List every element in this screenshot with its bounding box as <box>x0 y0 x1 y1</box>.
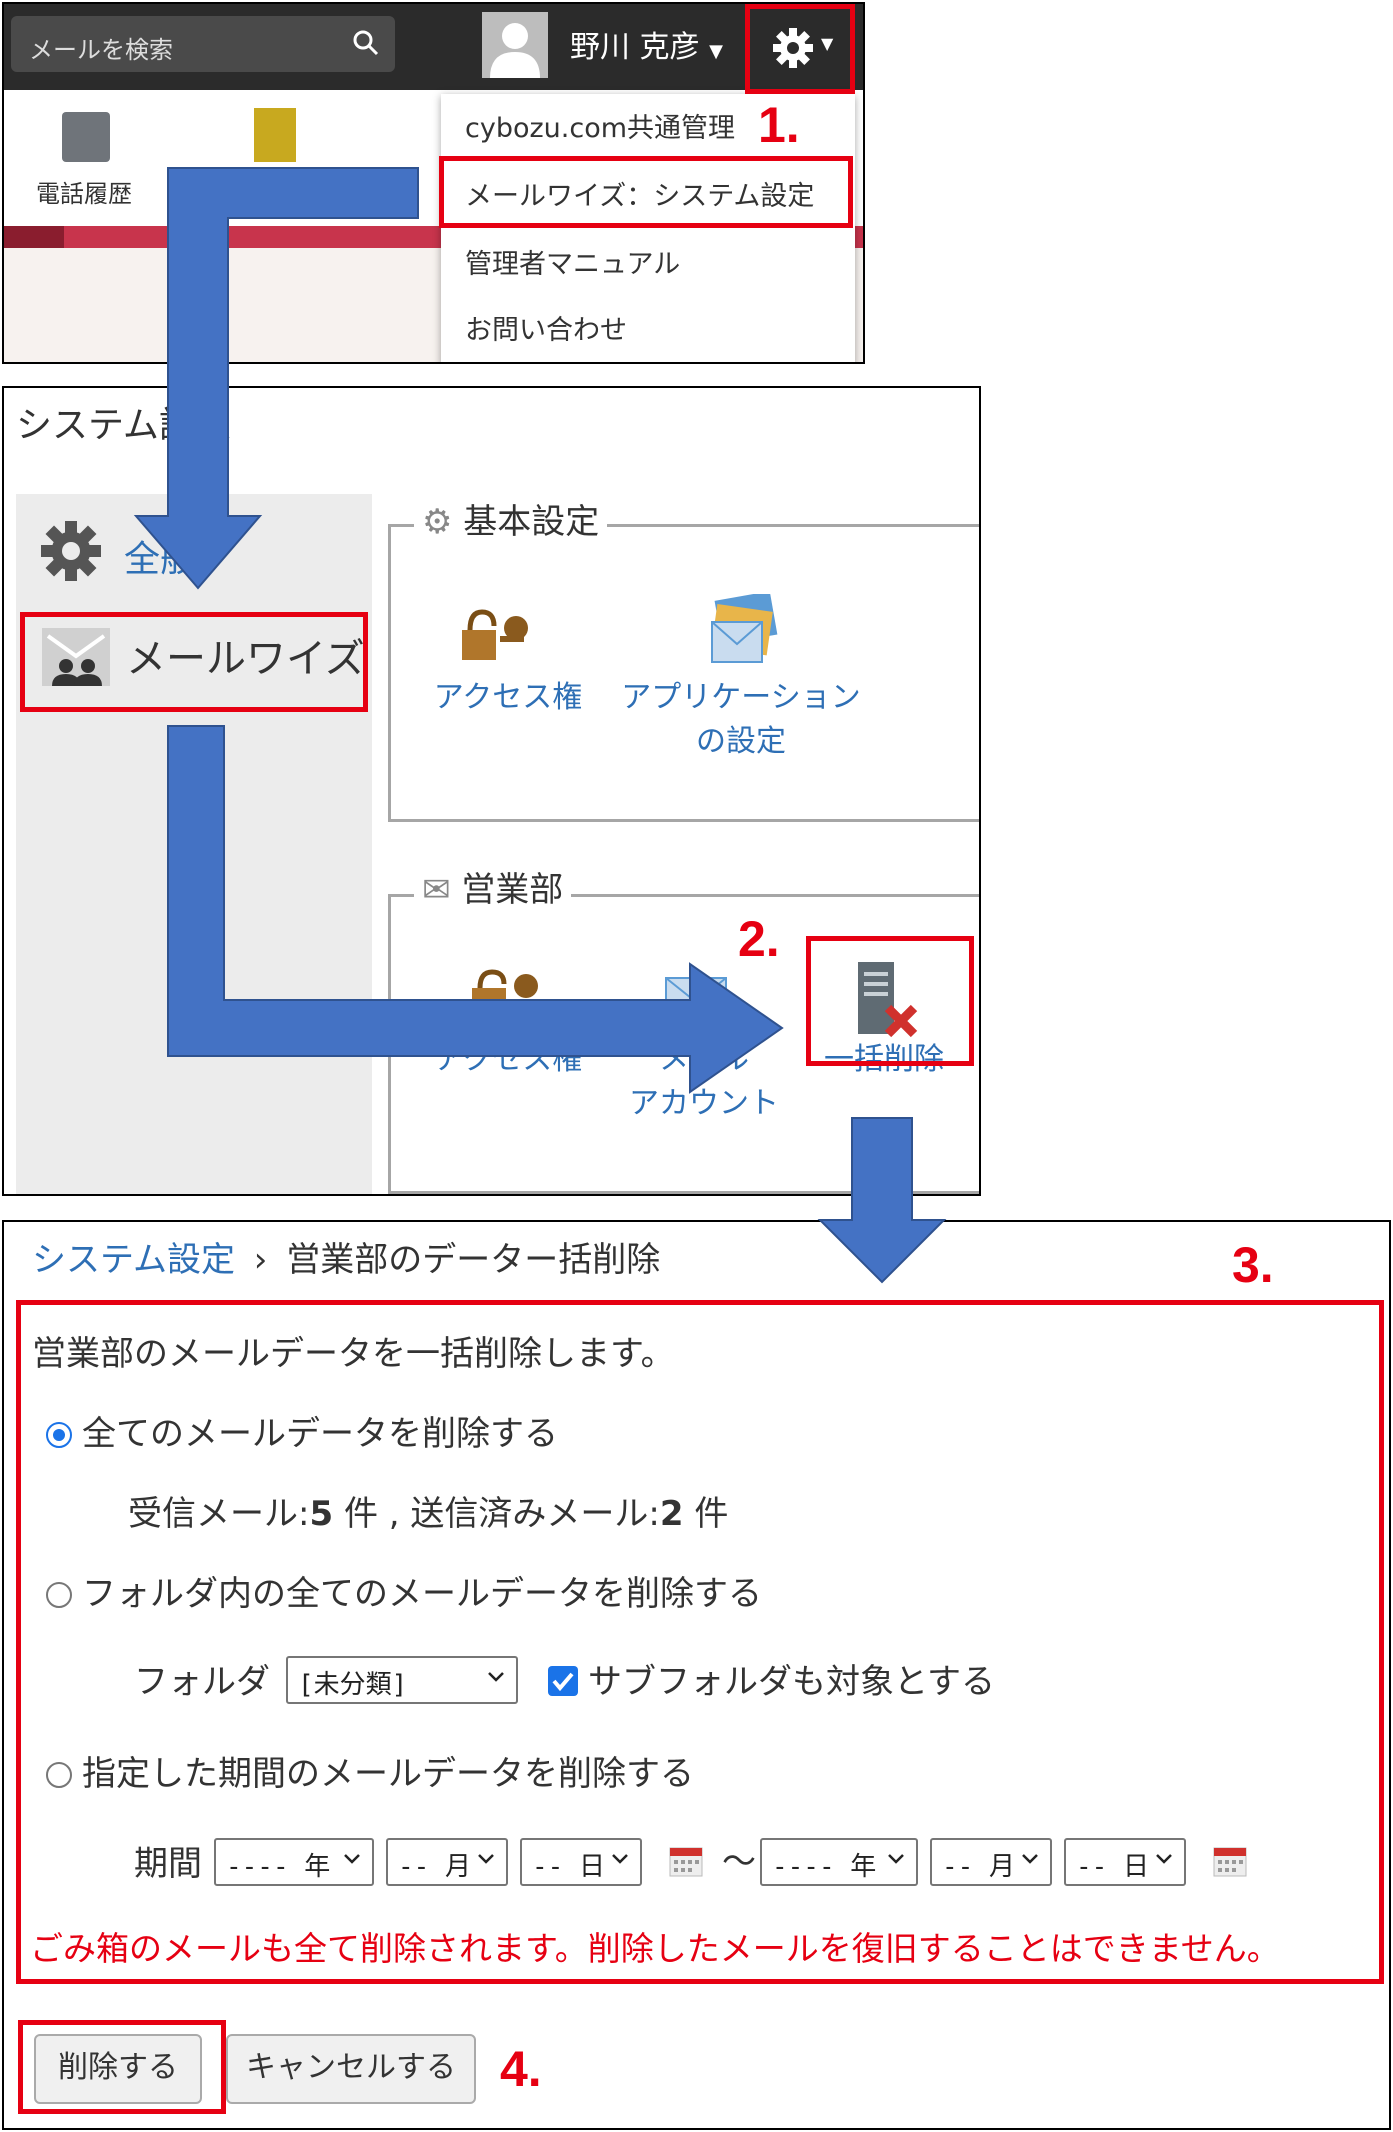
radio-delete-all-label[interactable]: 全てのメールデータを削除する <box>82 1414 558 1454</box>
avatar[interactable] <box>482 12 548 78</box>
start-year-select[interactable]: ---- 年 <box>214 1838 374 1886</box>
radio-delete-period[interactable] <box>46 1762 72 1788</box>
bulk-delete-server-icon[interactable] <box>852 958 922 1038</box>
highlight-delete-form <box>16 1300 1384 1984</box>
radio-delete-period-label[interactable]: 指定した期間のメールデータを削除する <box>82 1754 694 1794</box>
search-icon[interactable] <box>351 28 381 58</box>
chevron-down-icon <box>488 1672 504 1682</box>
radio-delete-all[interactable] <box>46 1422 72 1448</box>
document-icon[interactable] <box>254 108 296 162</box>
app-settings-link-line1[interactable]: アプリケーション <box>621 680 861 715</box>
search-placeholder: メールを検索 <box>29 36 173 64</box>
header-screenshot-panel: メールを検索 野川 克彦 ▼ <box>2 2 865 364</box>
chevron-down-icon <box>1022 1854 1038 1864</box>
period-label: 期間 <box>134 1844 202 1884</box>
end-year-select[interactable]: ---- 年 <box>760 1838 918 1886</box>
radio-delete-folder[interactable] <box>46 1582 72 1608</box>
step-label-3: 3. <box>1232 1237 1274 1293</box>
basic-settings-legend: ⚙ 基本設定 <box>414 494 608 543</box>
chevron-down-icon <box>1156 1854 1172 1864</box>
received-count: 5 <box>309 1494 334 1534</box>
accent-band-dark <box>4 226 64 248</box>
app-label-phone-history[interactable]: 電話履歴 <box>36 180 132 208</box>
highlight-bulk-delete <box>806 936 974 1066</box>
step-label-1: 1. <box>758 97 800 153</box>
mail-counts: 受信メール:5 件 , 送信済みメール:2 件 <box>128 1494 729 1534</box>
top-header-bar: メールを検索 野川 克彦 ▼ <box>4 4 863 92</box>
sales-dept-legend: ✉ 営業部 <box>414 862 572 911</box>
chevron-down-icon <box>888 1854 904 1864</box>
gear-chevron-icon: ▼ <box>821 34 834 53</box>
menu-item-cybozu-admin[interactable]: cybozu.com共通管理 <box>465 113 736 144</box>
envelope-icon: ✉ <box>422 870 451 910</box>
basic-settings-section <box>388 524 979 822</box>
user-silhouette-icon <box>490 23 540 78</box>
start-day-select[interactable]: -- 日 <box>520 1838 642 1886</box>
calendar-icon[interactable] <box>1212 1842 1248 1878</box>
menu-item-contact[interactable]: お問い合わせ <box>465 315 627 346</box>
bulk-delete-link[interactable]: 一括削除 <box>824 1042 944 1077</box>
bulk-delete-form-panel: システム設定 › 営業部のデーター括削除 営業部のメールデータを一括削除します。… <box>2 1220 1391 2130</box>
mailwise-icon <box>42 628 110 686</box>
access-key-icon[interactable] <box>460 608 540 668</box>
breadcrumb-separator: › <box>253 1240 268 1280</box>
chevron-down-icon <box>478 1854 494 1864</box>
phone-history-icon[interactable] <box>62 112 110 162</box>
start-month-select[interactable]: -- 月 <box>386 1838 508 1886</box>
subfolder-checkbox[interactable] <box>548 1666 578 1696</box>
app-settings-icon[interactable] <box>704 591 784 670</box>
delete-button[interactable]: 削除する <box>34 2034 202 2104</box>
search-input[interactable]: メールを検索 <box>11 16 395 72</box>
calendar-icon[interactable] <box>668 1842 704 1878</box>
sidebar-item-mailwise-label: メールワイズ <box>126 636 365 682</box>
gear-icon <box>773 28 813 68</box>
chevron-down-icon <box>612 1854 628 1864</box>
step-label-2: 2. <box>738 911 780 967</box>
checkmark-icon <box>552 1672 574 1692</box>
menu-item-mailwise-system-settings[interactable]: メールワイズ：システム設定 <box>465 181 815 212</box>
breadcrumb-system-settings[interactable]: システム設定 <box>32 1240 235 1280</box>
user-menu[interactable]: 野川 克彦 ▼ <box>570 22 723 66</box>
highlight-sidebar-mailwise <box>20 612 368 712</box>
warning-text: ごみ箱のメールも全て削除されます。削除したメールを復旧することはできません。 <box>30 1929 1280 1968</box>
folder-label: フォルダ <box>134 1662 270 1702</box>
sent-count: 2 <box>659 1494 684 1534</box>
radio-delete-folder-label[interactable]: フォルダ内の全てのメールデータを削除する <box>82 1574 762 1614</box>
settings-dropdown-menu: cybozu.com共通管理 メールワイズ：システム設定 管理者マニュアル お問… <box>441 94 855 362</box>
menu-item-admin-manual[interactable]: 管理者マニュアル <box>465 249 681 280</box>
settings-gear-button[interactable]: ▼ <box>747 4 855 92</box>
highlight-delete-button <box>18 2020 226 2114</box>
sidebar-item-mailwise[interactable] <box>26 620 366 700</box>
app-settings-link-line2[interactable]: の設定 <box>696 724 786 759</box>
breadcrumb-current: 営業部のデーター括削除 <box>286 1240 661 1280</box>
flow-arrow-1 <box>133 167 419 590</box>
highlight-menu-system-settings <box>439 156 853 228</box>
end-day-select[interactable]: -- 日 <box>1064 1838 1186 1886</box>
flow-arrow-2 <box>167 725 784 1094</box>
flow-arrow-3 <box>817 1117 947 1284</box>
chevron-down-icon <box>344 1854 360 1864</box>
mail-account-link-line2[interactable]: アカウント <box>629 1086 779 1121</box>
step-label-4: 4. <box>500 2041 542 2097</box>
cancel-button[interactable]: キャンセルする <box>226 2034 476 2104</box>
folder-select[interactable]: [未分類] <box>286 1656 518 1704</box>
end-month-select[interactable]: -- 月 <box>930 1838 1052 1886</box>
breadcrumb: システム設定 › 営業部のデーター括削除 <box>32 1232 660 1281</box>
subfolder-label[interactable]: サブフォルダも対象とする <box>588 1662 995 1702</box>
basic-access-link[interactable]: アクセス権 <box>433 680 583 715</box>
highlight-gear <box>745 4 855 94</box>
chevron-down-icon: ▼ <box>709 41 723 62</box>
gear-icon: ⚙ <box>422 502 453 542</box>
user-name: 野川 克彦 <box>570 30 700 65</box>
intro-text: 営業部のメールデータを一括削除します。 <box>32 1334 675 1374</box>
period-tilde: 〜 <box>722 1842 756 1882</box>
gear-icon <box>41 521 101 581</box>
